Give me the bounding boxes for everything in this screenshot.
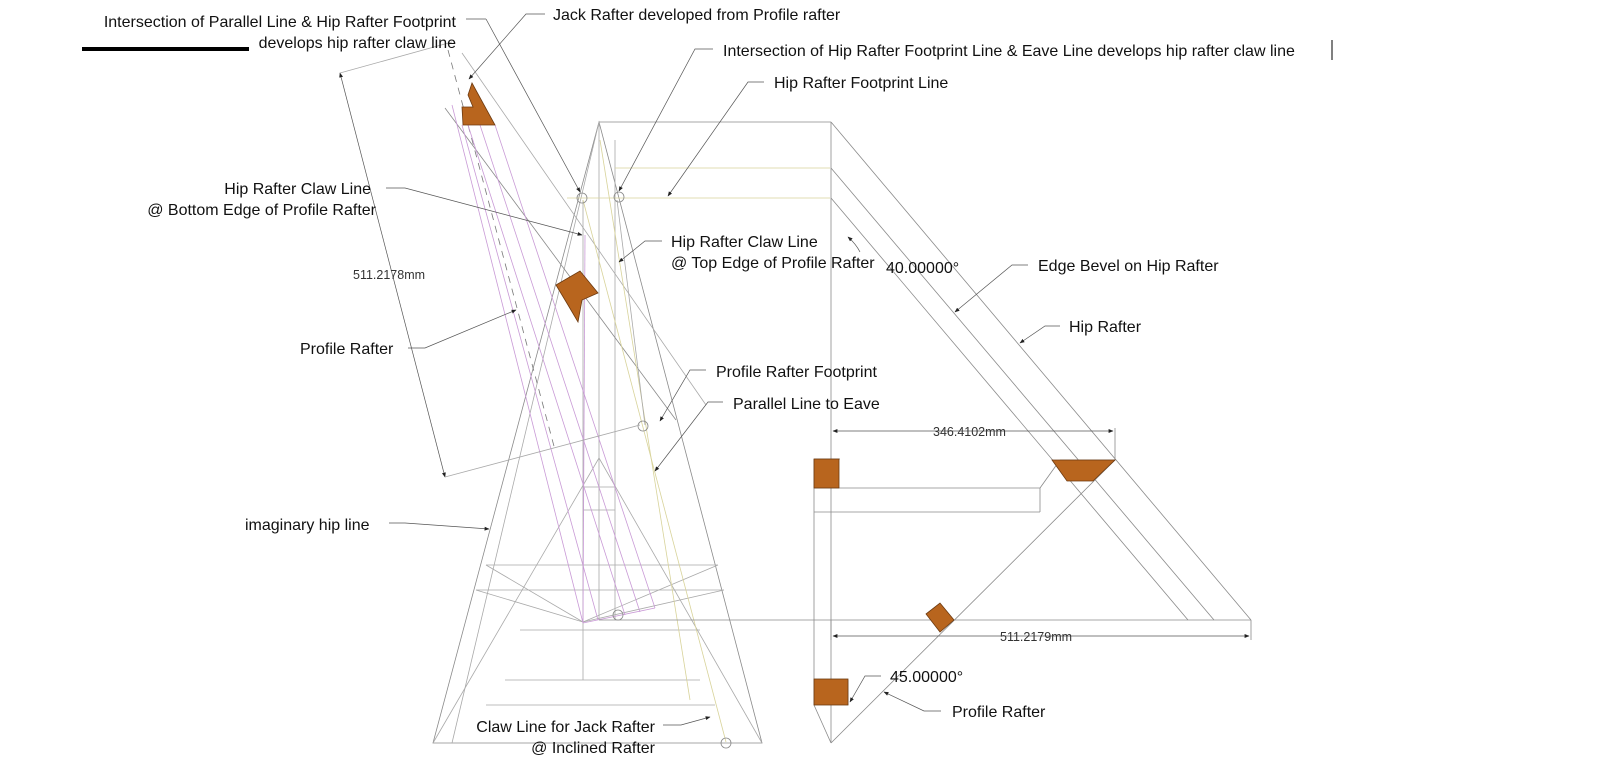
label-jack-rafter: Jack Rafter developed from Profile rafte… bbox=[553, 7, 841, 24]
label-imaginary-hip: imaginary hip line bbox=[245, 517, 370, 534]
development-view bbox=[432, 120, 763, 744]
label-edge-bevel: Edge Bevel on Hip Rafter bbox=[1038, 258, 1219, 275]
dimension-lines bbox=[339, 41, 1250, 638]
label-claw-jack-2: @ Inclined Rafter bbox=[531, 740, 656, 757]
plan-view bbox=[599, 121, 1252, 744]
angle-plan: 45.00000° bbox=[890, 669, 963, 686]
intersection-markers bbox=[576, 191, 732, 749]
label-claw-bottom-2: @ Bottom Edge of Profile Rafter bbox=[147, 202, 376, 219]
leader-lines bbox=[386, 13, 1060, 726]
plate-section-top bbox=[813, 458, 840, 489]
label-profile-footprint: Profile Rafter Footprint bbox=[716, 364, 878, 381]
label-parallel-eave: Parallel Line to Eave bbox=[733, 396, 880, 413]
label-claw-bottom-1: Hip Rafter Claw Line bbox=[224, 181, 371, 198]
label-hip-footprint-line: Hip Rafter Footprint Line bbox=[774, 75, 948, 92]
label-hip-rafter: Hip Rafter bbox=[1069, 319, 1142, 336]
timber-sections bbox=[461, 82, 1116, 706]
label-profile-rafter-bottom: Profile Rafter bbox=[952, 704, 1046, 721]
dimension-plan-length: 511.2179mm bbox=[1000, 630, 1072, 644]
label-claw-top-1: Hip Rafter Claw Line bbox=[671, 234, 818, 251]
annotations: Intersection of Parallel Line & Hip Raft… bbox=[104, 7, 1333, 757]
label-hip-footprint-eave: Intersection of Hip Rafter Footprint Lin… bbox=[723, 43, 1295, 60]
label-claw-top-2: @ Top Edge of Profile Rafter bbox=[671, 255, 875, 272]
dimension-profile-length: 511.2178mm bbox=[353, 268, 425, 282]
profile-rafter-band bbox=[444, 49, 830, 743]
dimension-width: 346.4102mm bbox=[933, 425, 1006, 439]
label-parallel-intersection-1: Intersection of Parallel Line & Hip Raft… bbox=[104, 14, 457, 31]
plate-section-bottom bbox=[813, 678, 849, 706]
label-claw-jack-1: Claw Line for Jack Rafter bbox=[476, 719, 655, 736]
hip-rafter-section bbox=[1051, 459, 1116, 482]
angle-hip: 40.00000° bbox=[886, 260, 959, 277]
label-parallel-intersection-2: develops hip rafter claw line bbox=[259, 35, 457, 52]
diagonal-section bbox=[925, 602, 955, 633]
jack-rafter-section bbox=[461, 82, 496, 126]
label-profile-rafter-left: Profile Rafter bbox=[300, 341, 394, 358]
profile-rafter-section bbox=[555, 270, 599, 324]
